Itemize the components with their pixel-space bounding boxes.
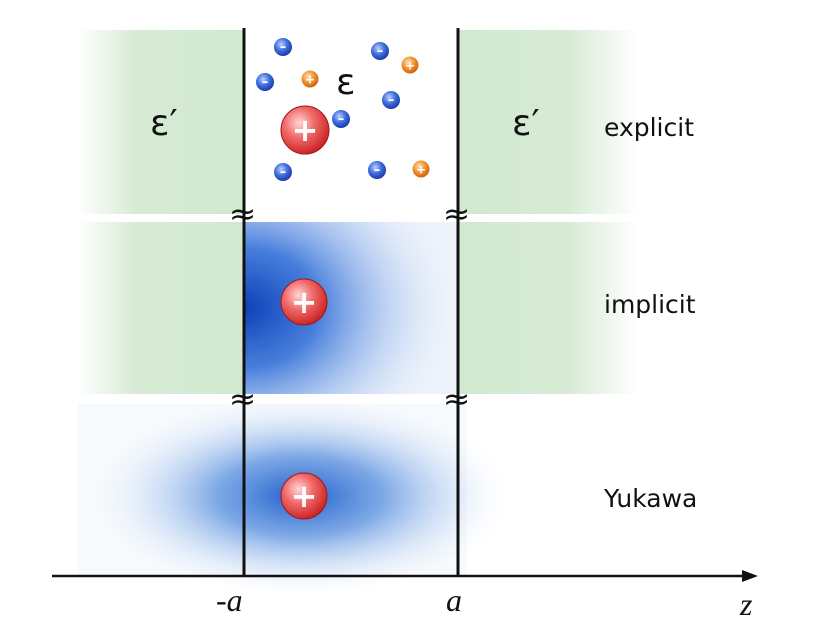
wall-break-left-1: ≈ xyxy=(228,197,257,232)
svg-text:–: – xyxy=(374,163,381,178)
svg-text:–: – xyxy=(388,93,395,108)
svg-text:–: – xyxy=(377,44,384,59)
dielectric-right-explicit xyxy=(458,30,638,216)
axis-label-a: a xyxy=(446,582,462,618)
axis-label-z: z xyxy=(740,586,753,622)
svg-text:+: + xyxy=(305,73,315,87)
svg-text:–: – xyxy=(280,40,287,55)
svg-text:+: + xyxy=(291,283,318,321)
svg-text:+: + xyxy=(291,477,318,515)
row-label-implicit: implicit xyxy=(604,290,696,319)
wall-break-right-2: ≈ xyxy=(442,382,471,417)
cation-yukawa: + xyxy=(280,472,328,520)
anion-1: – xyxy=(371,42,389,60)
dielectric-left-implicit xyxy=(78,222,244,394)
anion-4: – xyxy=(332,110,350,128)
wall-break-right-1: ≈ xyxy=(442,197,471,232)
svg-text:–: – xyxy=(338,112,345,127)
anion-2: – xyxy=(256,73,274,91)
z-axis-arrowhead xyxy=(742,570,758,582)
counterion-8: + xyxy=(401,56,419,74)
counterion-9: + xyxy=(412,160,430,178)
dielectric-left-explicit xyxy=(78,30,244,216)
svg-text:–: – xyxy=(262,75,269,90)
explicit-ions: – – – – – – – + + + xyxy=(256,38,430,181)
anion-6: – xyxy=(368,161,386,179)
dielectric-right-implicit xyxy=(458,222,638,394)
row-separator-1 xyxy=(70,214,670,221)
counterion-7: + xyxy=(301,70,319,88)
anion-0: – xyxy=(274,38,292,56)
row-label-explicit: explicit xyxy=(604,113,694,142)
row-label-yukawa: Yukawa xyxy=(604,484,698,513)
wall-break-left-2: ≈ xyxy=(228,382,257,417)
epsilon-prime-left: ε′ xyxy=(150,103,178,144)
anion-5: – xyxy=(274,163,292,181)
svg-text:+: + xyxy=(416,163,426,177)
cation-implicit: + xyxy=(280,278,328,326)
anion-3: – xyxy=(382,91,400,109)
svg-text:+: + xyxy=(405,59,415,73)
svg-text:+: + xyxy=(292,111,319,149)
row-separator-2 xyxy=(70,394,670,403)
axis-label-minus-a: -a xyxy=(216,582,243,618)
cation-explicit: + xyxy=(280,105,330,155)
svg-text:–: – xyxy=(280,165,287,180)
implicit-ion-density xyxy=(244,222,458,394)
epsilon-inner: ε xyxy=(336,62,356,103)
epsilon-prime-right: ε′ xyxy=(512,103,540,144)
